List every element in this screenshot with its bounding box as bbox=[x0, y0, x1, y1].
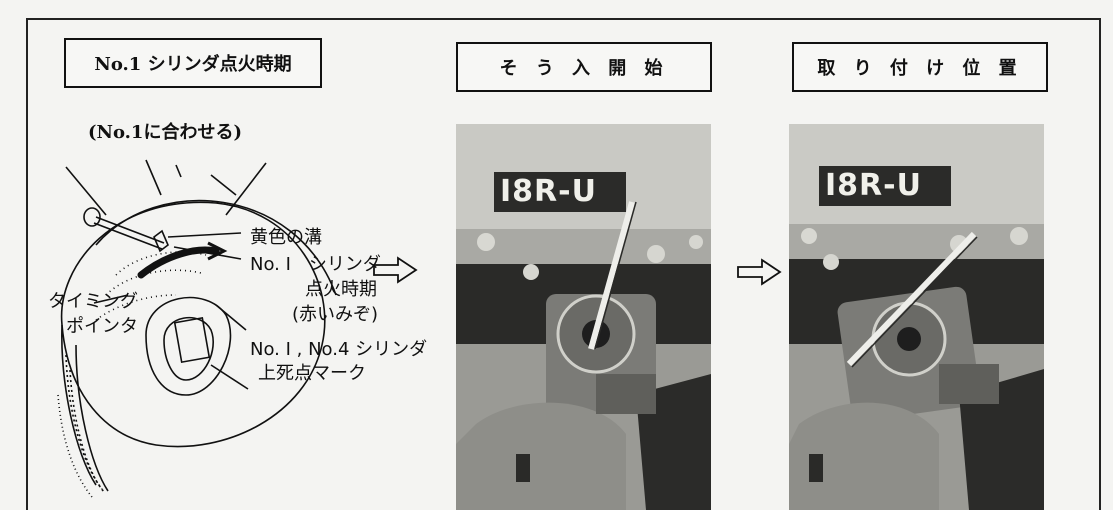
panel-title-mounting-position: 取 り 付 け 位 置 bbox=[792, 42, 1048, 92]
label-ignition-timing: 点火時期 bbox=[305, 279, 377, 300]
photo-insertion-start: I8R-U bbox=[456, 124, 711, 510]
engine-photo-drawing bbox=[789, 124, 1044, 510]
frame-right-line bbox=[1099, 18, 1101, 510]
right-arrow-icon bbox=[737, 258, 782, 286]
photo-mounting-position: I8R-U bbox=[789, 124, 1044, 510]
label-no1-cylinder: No. I シリンダ bbox=[250, 254, 381, 275]
label-tdc-cylinders: No. I , No.4 シリンダ bbox=[250, 339, 428, 360]
panel-title-insertion-start: そ う 入 開 始 bbox=[456, 42, 712, 92]
label-red-groove: (赤いみぞ) bbox=[292, 304, 379, 325]
label-yellow-groove: 黄色の溝 bbox=[250, 227, 322, 248]
label-tdc-mark: 上死点マーク bbox=[258, 363, 366, 384]
engine-badge: I8R-U bbox=[500, 174, 597, 209]
label-timing: タイミング bbox=[48, 291, 138, 312]
engine-photo-drawing bbox=[456, 124, 711, 510]
engine-badge: I8R-U bbox=[825, 168, 922, 203]
right-arrow-icon bbox=[373, 256, 418, 284]
frame-top-line bbox=[26, 18, 1101, 20]
crank-pulley-diagram bbox=[57, 159, 337, 498]
label-pointer: ポインタ bbox=[66, 316, 138, 337]
panel-title-ignition-timing: No.1 シリンダ点火時期 bbox=[64, 38, 322, 88]
frame-left-line bbox=[26, 18, 28, 510]
diagram-note: (No.1に合わせる) bbox=[88, 122, 242, 143]
